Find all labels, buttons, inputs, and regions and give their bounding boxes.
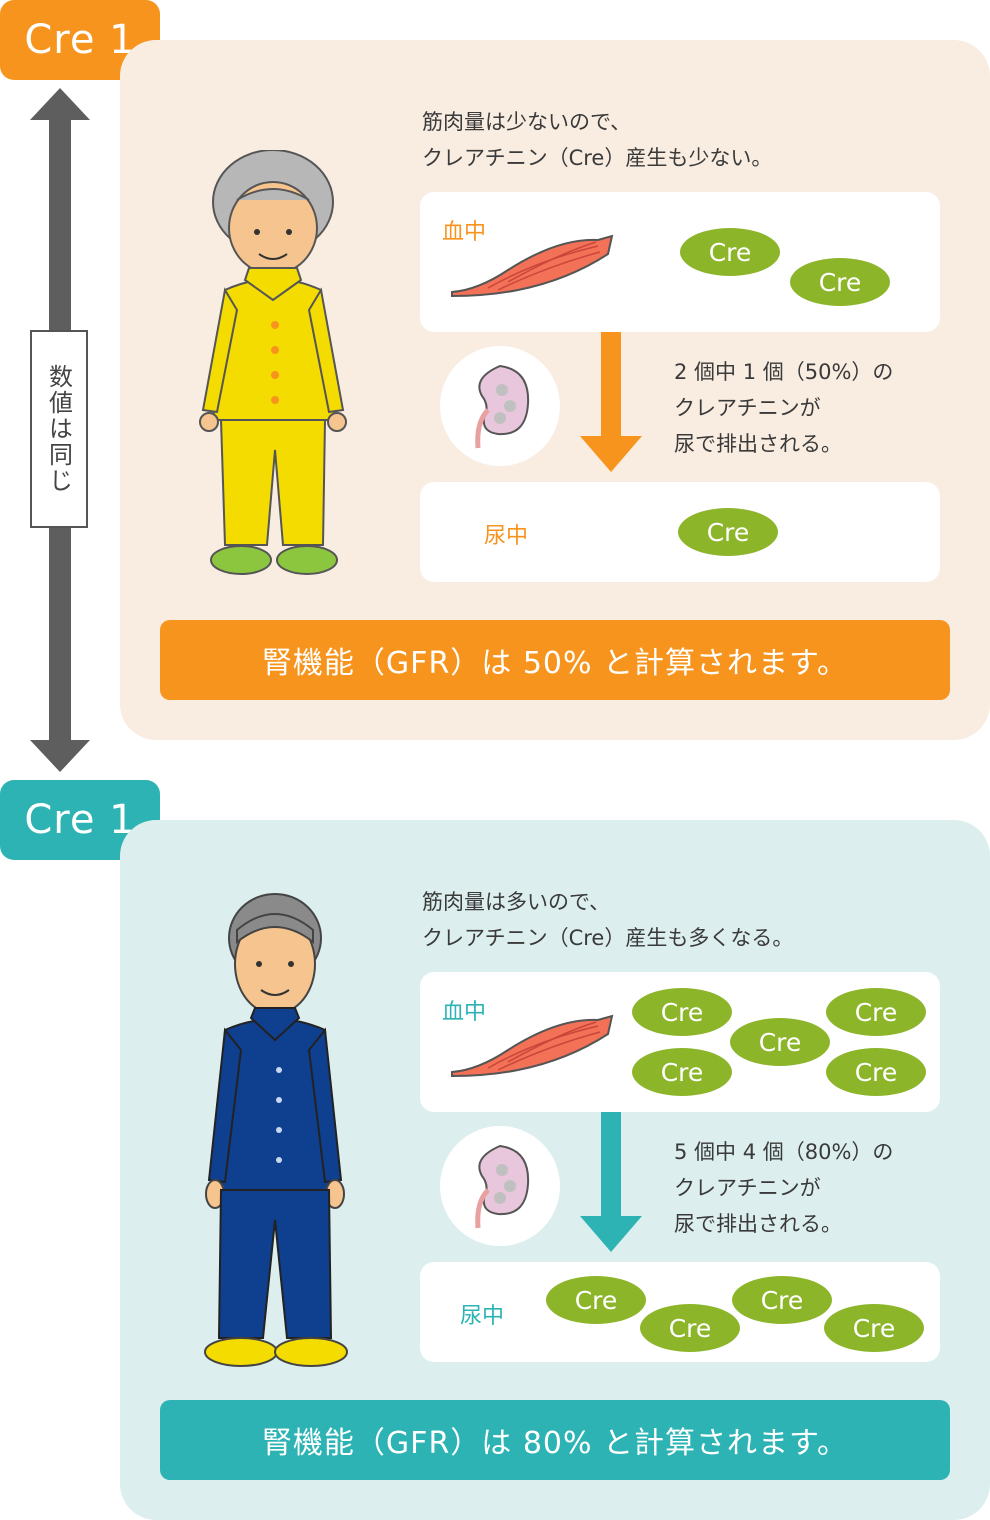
urine-label: 尿中 [484,524,529,549]
blood-label: 血中 [442,220,487,245]
cre-bubble: Cre [790,258,890,306]
result-banner-top: 腎機能（GFR）は 50% と計算されます。 [160,620,950,700]
urine-box-bottom: 尿中 Cre Cre Cre Cre [420,1262,940,1362]
cre-bubble: Cre [732,1276,832,1324]
cre-bubble: Cre [824,1304,924,1352]
cre-tag-top: Cre 1 [0,0,160,80]
result-banner-bottom: 腎機能（GFR）は 80% と計算されます。 [160,1400,950,1480]
kidney-icon [475,1144,530,1229]
caption-low-muscle: 筋肉量は少ないので、 クレアチニン（Cre）産生も少ない。 [422,110,773,170]
cre-bubble: Cre [826,988,926,1036]
elderly-woman-figure [199,150,347,575]
cre-bubble: Cre [826,1048,926,1096]
urine-label: 尿中 [460,1304,505,1329]
blood-box-top: 血中 Cre Cre [420,192,940,332]
kidney-circle-bottom [440,1126,560,1246]
cre-bubble: Cre [632,1048,732,1096]
same-value-label: 数値は同じ [30,330,88,528]
cre-bubble: Cre [632,988,732,1036]
cre-bubble: Cre [678,508,778,556]
blood-label: 血中 [442,1000,487,1025]
kidney-circle-top [440,346,560,466]
cre-bubble: Cre [680,228,780,276]
blood-box-bottom: 血中 Cre Cre Cre Cre Cre [420,972,940,1112]
muscle-icon [451,234,614,298]
cre-bubble: Cre [730,1018,830,1066]
kidney-icon [475,364,530,449]
cre-bubble: Cre [640,1304,740,1352]
muscle-icon [451,1014,614,1078]
man-figure [204,893,348,1367]
down-arrow-icon [580,1112,642,1252]
caption-high-muscle: 筋肉量は多いので、 クレアチニン（Cre）産生も多くなる。 [422,890,794,950]
urine-box-top: 尿中 Cre [420,482,940,582]
cre-bubble: Cre [546,1276,646,1324]
excretion-note-top: 2 個中 1 個（50%）の クレアチニンが 尿で排出される。 [674,360,894,456]
down-arrow-icon [580,332,642,472]
excretion-note-bottom: 5 個中 4 個（80%）の クレアチニンが 尿で排出される。 [674,1140,894,1236]
